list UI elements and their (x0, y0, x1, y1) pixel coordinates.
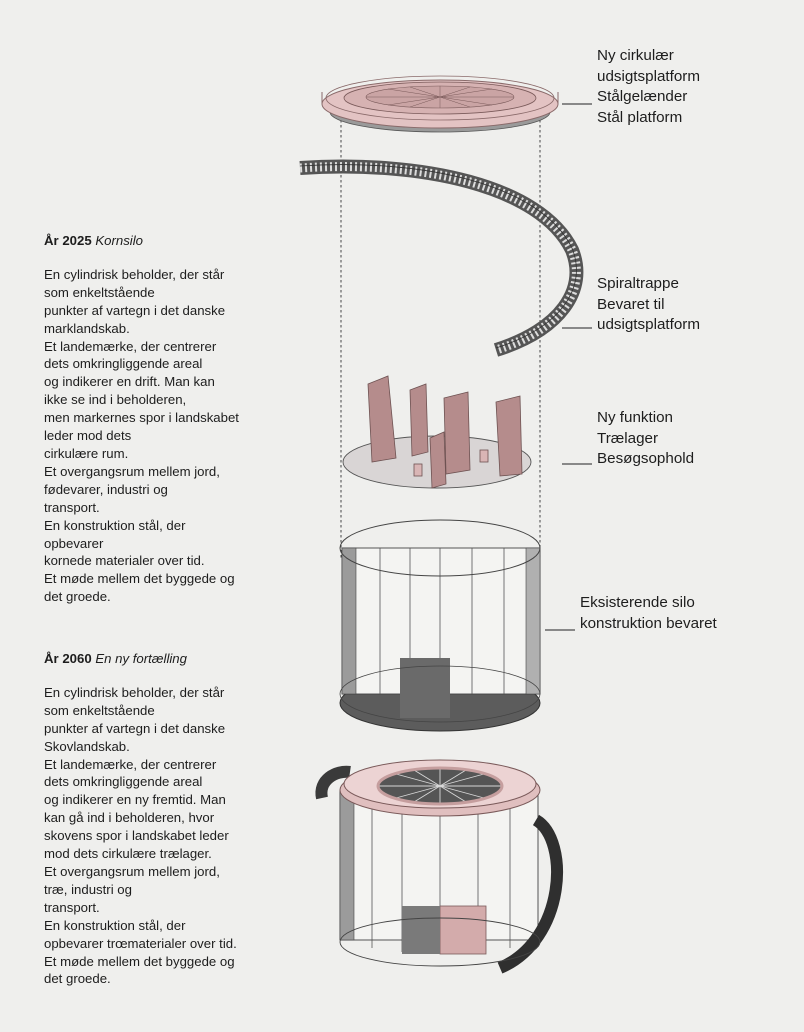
body-text-line: En konstruktion stål, der (44, 917, 186, 933)
body-text-line: Et møde mellem det byggede og (44, 571, 235, 587)
era-2025-year: År 2025 (44, 233, 92, 248)
label-existing-silo: Eksisterende silo konstruktion bevaret (580, 593, 717, 634)
body-text-line: En konstruktion stål, der (44, 517, 186, 533)
label-new-function: Ny funktion Trælager Besøgsophold (597, 408, 694, 470)
wood-storage-module (342, 375, 532, 489)
label-line: Besøgsophold (597, 450, 695, 468)
viewing-platform (321, 75, 559, 133)
era-2060-subtitle: En ny fortælling (95, 651, 187, 666)
era-2060-year: År 2060 (44, 651, 92, 666)
label-spiral-stair: Spiraltrappe Bevaret til udsigtsplatform (597, 274, 700, 336)
body-text-line: træ, industri og (44, 881, 132, 897)
label-line: Eksisterende silo (580, 594, 695, 611)
body-text-line: Et landemærke, der centrerer (44, 338, 217, 354)
label-line: Trælager (597, 429, 659, 447)
label-line: udsigtsplatform (597, 316, 700, 334)
body-text-line: transport. (44, 499, 100, 515)
body-text-line: punkter af vartegn i det danske (44, 302, 226, 318)
body-text-line: dets omkringliggende areal (44, 774, 203, 790)
body-text-line: transport. (44, 899, 100, 915)
body-text-line: Skovlandskab. (44, 738, 130, 754)
label-line: udsigtsplatform (597, 67, 700, 85)
era-2060-body: En cylindrisk beholder, der står som enke… (44, 684, 294, 988)
body-text-line: mod dets cirkulære trælager. (44, 846, 212, 862)
era-2060-description: År 2060 En ny fortælling En cylindrisk b… (44, 650, 294, 988)
label-line: Stål platform (597, 108, 683, 126)
era-2025-subtitle: Kornsilo (95, 233, 143, 248)
body-text-line: opbevarer (44, 535, 104, 551)
label-line: Spiraltrappe (597, 275, 679, 292)
body-text-line: som enkeltstående (44, 702, 155, 718)
era-2025-body: En cylindrisk beholder, der står som enke… (44, 266, 294, 606)
body-text-line: og indikerer en ny fremtid. Man (44, 792, 226, 808)
body-text-line: skovens spor i landskabet leder (44, 828, 229, 844)
body-text-line: men markernes spor i landskabet (44, 410, 239, 426)
body-text-line: kan gå ind i beholderen, hvor (44, 810, 215, 826)
body-text-line: det groede. (44, 971, 111, 987)
label-line: Stålgelænder (597, 88, 688, 106)
body-text-line: kornede materialer over tid. (44, 553, 205, 569)
body-text-line: opbevarer trœmaterialer over tid. (44, 935, 237, 951)
assembled-silo (315, 759, 564, 974)
era-2025-description: År 2025 Kornsilo En cylindrisk beholder,… (44, 232, 294, 606)
body-text-line: ikke se ind i beholderen, (44, 392, 187, 408)
body-text-line: fødevarer, industri og (44, 481, 168, 497)
body-text-line: dets omkringliggende areal (44, 356, 203, 372)
body-text-line: cirkulære rum. (44, 445, 129, 461)
label-viewing-platform: Ny cirkulær udsigtsplatform Stålgelænder… (597, 46, 700, 128)
label-line: Ny funktion (597, 409, 673, 426)
body-text-line: Et møde mellem det byggede og (44, 953, 235, 969)
body-text-line: En cylindrisk beholder, der står (44, 684, 225, 700)
body-text-line: Et landemærke, der centrerer (44, 756, 217, 772)
body-text-line: som enkeltstående (44, 284, 155, 300)
existing-silo-structure (339, 519, 541, 732)
spiral-stair (299, 159, 584, 357)
body-text-line: leder mod dets (44, 428, 132, 444)
body-text-line: En cylindrisk beholder, der står (44, 266, 225, 282)
body-text-line: og indikerer en drift. Man kan (44, 374, 215, 390)
body-text-line: Et overgangsrum mellem jord, (44, 463, 220, 479)
body-text-line: punkter af vartegn i det danske (44, 720, 226, 736)
body-text-line: marklandskab. (44, 320, 130, 336)
body-text-line: Et overgangsrum mellem jord, (44, 863, 220, 879)
label-line: Bevaret til (597, 295, 665, 313)
era-2025-heading: År 2025 Kornsilo (44, 232, 294, 250)
label-line: konstruktion bevaret (580, 614, 717, 632)
body-text-line: det groede. (44, 589, 111, 605)
label-line: Ny cirkulær (597, 47, 674, 64)
era-2060-heading: År 2060 En ny fortælling (44, 650, 294, 668)
